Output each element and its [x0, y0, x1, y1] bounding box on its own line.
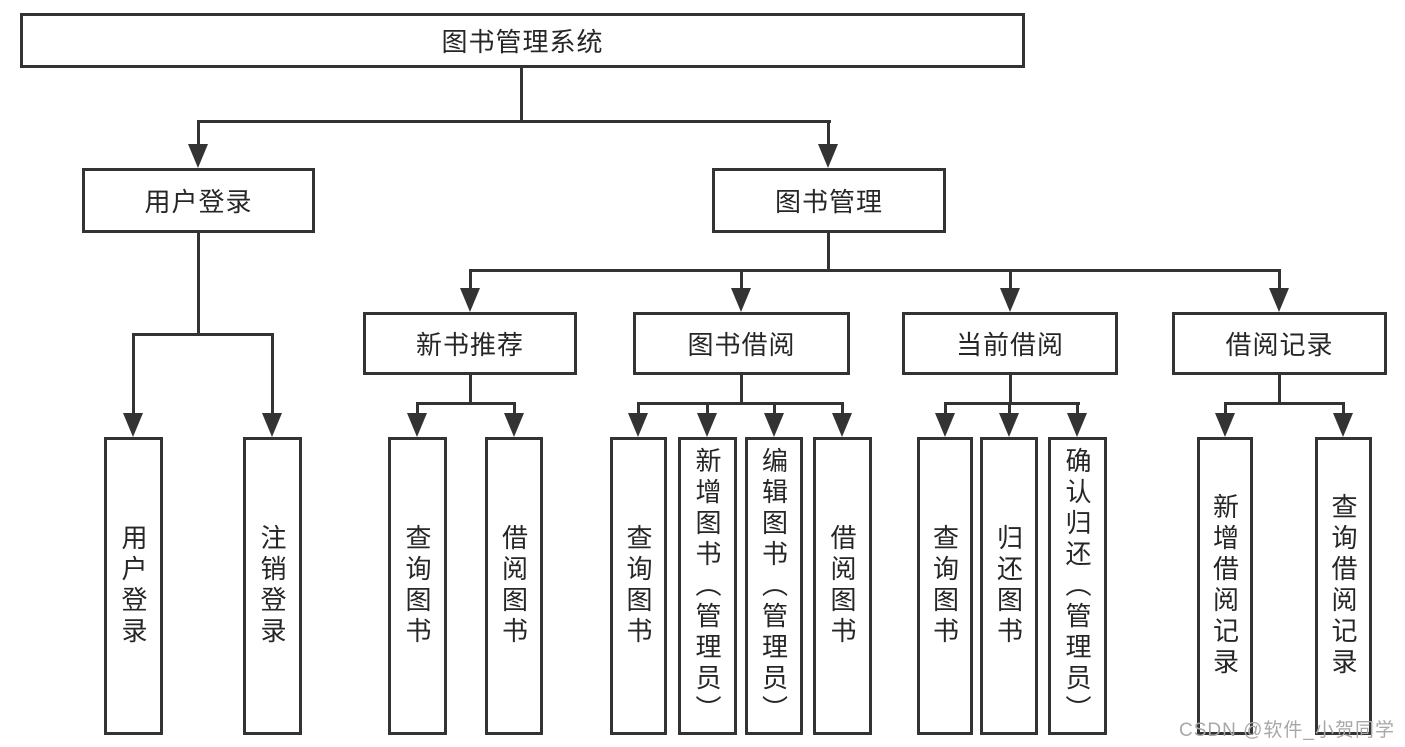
arrowhead-down-icon: [262, 413, 282, 437]
connector-root-drop-right: [827, 120, 830, 147]
connector-mgmt-stem: [827, 233, 830, 272]
connector-login-drop-1: [132, 333, 135, 417]
connector-current-drop-3: [1076, 402, 1079, 416]
connector-root-drop-left: [197, 120, 200, 147]
node-current-borrow: 当前借阅: [902, 312, 1118, 375]
arrowhead-down-icon: [935, 413, 955, 437]
leaf-borrow-books-1: 借阅图书: [485, 437, 543, 735]
connector-mgmt-drop-4: [1278, 269, 1281, 291]
connector-login-drop-2: [271, 333, 274, 417]
connector-borrow-drop-3: [773, 402, 776, 416]
connector-borrow-drop-4: [841, 402, 844, 416]
connector-records-drop-1: [1224, 402, 1227, 416]
arrowhead-down-icon: [123, 413, 143, 437]
leaf-query-books-1: 查询图书: [388, 437, 447, 735]
arrowhead-down-icon: [999, 413, 1019, 437]
connector-current-drop-1: [944, 402, 947, 416]
leaf-borrow-books-2: 借阅图书: [813, 437, 872, 735]
arrowhead-down-icon: [1215, 413, 1235, 437]
connector-root-rail: [197, 120, 831, 123]
connector-recommend-drop-2: [513, 402, 516, 416]
connector-records-drop-2: [1342, 402, 1345, 416]
arrowhead-down-icon: [1333, 413, 1353, 437]
node-book-borrow: 图书借阅: [633, 312, 850, 375]
arrowhead-down-icon: [407, 413, 427, 437]
connector-mgmt-drop-1: [469, 269, 472, 291]
arrowhead-down-icon: [1067, 413, 1087, 437]
connector-mgmt-drop-2: [740, 269, 743, 291]
node-user-login: 用户登录: [82, 168, 315, 233]
arrowhead-down-icon: [628, 413, 648, 437]
connector-mgmt-drop-3: [1009, 269, 1012, 291]
arrowhead-down-icon: [1269, 288, 1289, 312]
leaf-add-borrow-record: 新增借阅记录: [1197, 437, 1253, 735]
arrowhead-down-icon: [764, 413, 784, 437]
connector-login-stem: [197, 233, 200, 336]
arrowhead-down-icon: [818, 144, 838, 168]
connector-borrow-rail: [637, 402, 844, 405]
connector-recommend-rail: [416, 402, 516, 405]
connector-current-stem: [1009, 375, 1012, 405]
connector-root-stem: [520, 68, 523, 122]
connector-borrow-drop-2: [706, 402, 709, 416]
leaf-query-books-2: 查询图书: [610, 437, 667, 735]
arrowhead-down-icon: [832, 413, 852, 437]
connector-current-rail: [944, 402, 1080, 405]
arrowhead-down-icon: [188, 144, 208, 168]
connector-recommend-drop-1: [416, 402, 419, 416]
leaf-confirm-return-admin: 确认归还（管理员）: [1048, 437, 1107, 735]
watermark: CSDN @软件_小贺同学: [1179, 720, 1395, 741]
connector-mgmt-rail: [469, 269, 1281, 272]
leaf-add-book-admin: 新增图书（管理员）: [678, 437, 737, 735]
connector-borrow-stem: [740, 375, 743, 405]
leaf-return-book: 归还图书: [980, 437, 1038, 735]
leaf-logout: 注销登录: [243, 437, 302, 735]
connector-login-rail: [132, 333, 274, 336]
node-book-management: 图书管理: [712, 168, 946, 233]
arrowhead-down-icon: [1000, 288, 1020, 312]
node-root-system: 图书管理系统: [20, 13, 1025, 68]
leaf-user-login: 用户登录: [104, 437, 163, 735]
connector-borrow-drop-1: [637, 402, 640, 416]
connector-records-rail: [1224, 402, 1345, 405]
leaf-query-borrow-record: 查询借阅记录: [1315, 437, 1372, 735]
leaf-edit-book-admin: 编辑图书（管理员）: [745, 437, 803, 735]
arrowhead-down-icon: [460, 288, 480, 312]
arrowhead-down-icon: [504, 413, 524, 437]
connector-recommend-stem: [469, 375, 472, 405]
arrowhead-down-icon: [731, 288, 751, 312]
leaf-query-books-3: 查询图书: [917, 437, 973, 735]
arrowhead-down-icon: [697, 413, 717, 437]
node-new-book-recommend: 新书推荐: [363, 312, 577, 375]
node-borrow-records: 借阅记录: [1172, 312, 1387, 375]
connector-records-stem: [1278, 375, 1281, 405]
connector-current-drop-2: [1008, 402, 1011, 416]
